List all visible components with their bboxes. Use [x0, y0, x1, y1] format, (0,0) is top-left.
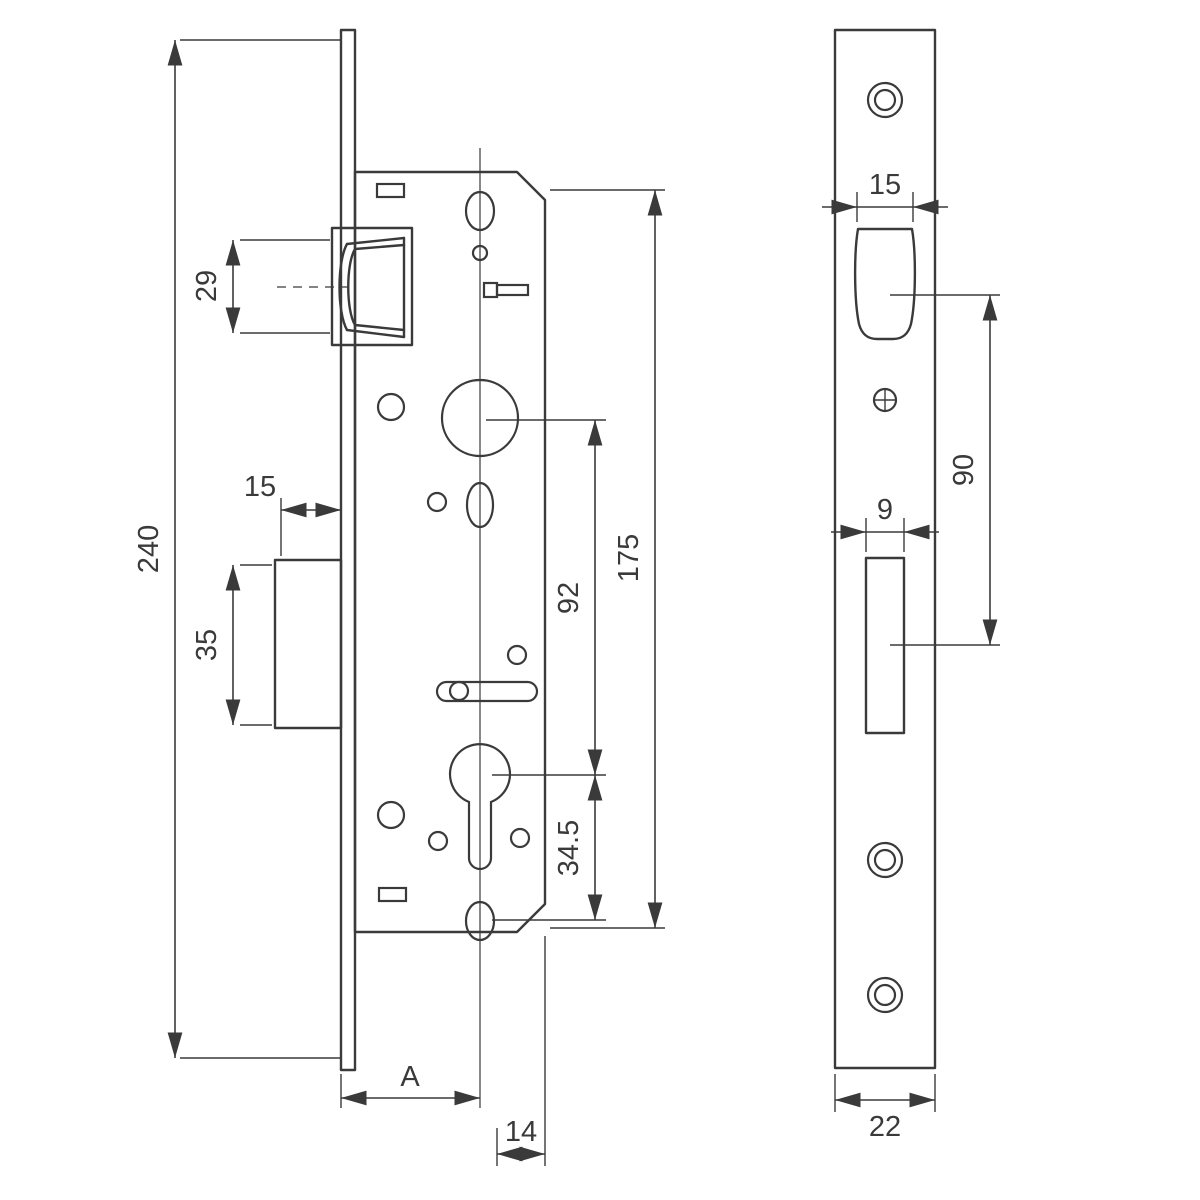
bottom-oval-hole	[464, 900, 496, 942]
latch-bolt-front	[853, 227, 917, 341]
dim-label-90: 90	[948, 454, 980, 486]
dim-240: 240	[133, 39, 341, 1059]
lever-slot-pin	[448, 680, 470, 702]
dim-34-5: 34.5	[492, 775, 606, 921]
small-hole-bottom-right	[509, 827, 531, 849]
dim-label-34-5: 34.5	[553, 820, 585, 876]
dim-15-left: 15	[244, 471, 341, 556]
latch-face-outer-curve	[338, 242, 349, 332]
small-hole-top	[471, 244, 489, 262]
fixing-hole-upper	[376, 392, 406, 422]
dim-9: 9	[831, 494, 939, 552]
small-hole-bottom-left	[427, 830, 449, 852]
spindle-follower-hole	[440, 378, 520, 458]
dim-label-15-right: 15	[869, 169, 901, 201]
small-hole-mid	[426, 491, 448, 513]
screw-hole-inner	[873, 848, 897, 872]
top-oval-hole	[464, 190, 496, 232]
top-rect-cutout	[375, 182, 406, 199]
mid-oval-hole	[465, 481, 495, 529]
latch-top-bevel	[345, 236, 406, 251]
dim-label-175: 175	[613, 534, 645, 582]
front-view: 15 90 9 22	[822, 28, 1000, 1143]
latch-bottom-bevel	[345, 323, 406, 339]
screw-hole-outer	[866, 841, 904, 879]
screw-hole-inner	[873, 983, 897, 1007]
dim-35: 35	[191, 564, 272, 726]
dim-label-9: 9	[877, 494, 893, 526]
screw-hole-top	[866, 81, 904, 119]
dim-175: 175	[550, 189, 665, 929]
latch-bolt-side	[277, 226, 414, 347]
dim-92: 92	[486, 419, 606, 776]
dim-label-14: 14	[505, 1116, 537, 1148]
dim-14: 14	[496, 936, 546, 1166]
philips-screw	[872, 387, 898, 413]
screw-hole-outer	[866, 976, 904, 1014]
screw-hole-middle	[866, 841, 904, 879]
dim-label-29: 29	[191, 270, 223, 302]
dim-15-right: 15	[822, 169, 948, 222]
dim-A: A	[340, 1061, 480, 1108]
stop-pin-block	[482, 281, 499, 299]
dim-22: 22	[834, 1074, 936, 1143]
dim-label-22: 22	[869, 1111, 901, 1143]
lever-slot	[435, 680, 539, 703]
side-view: 240 29 15 35 92	[133, 28, 665, 1166]
screw-hole-bottom	[866, 976, 904, 1014]
dim-label-15-left: 15	[244, 471, 276, 503]
screw-hole-inner	[873, 88, 897, 112]
euro-cylinder-cutout	[448, 743, 512, 871]
dim-29: 29	[191, 239, 330, 334]
faceplate-front	[833, 28, 937, 1070]
deadbolt-side	[273, 558, 343, 730]
stop-pin-slot	[495, 283, 530, 297]
dim-label-A: A	[400, 1061, 420, 1093]
dim-90: 90	[890, 294, 1000, 646]
small-hole-lower-right	[506, 644, 528, 666]
case-holes	[375, 182, 539, 942]
dim-label-240: 240	[133, 525, 165, 573]
screw-hole-outer	[866, 81, 904, 119]
fixing-hole-lower	[376, 800, 406, 830]
lock-case	[353, 170, 547, 934]
dim-label-35: 35	[191, 629, 223, 661]
faceplate-edge	[339, 28, 357, 1072]
bottom-rect-cutout	[377, 886, 408, 903]
latch-face-inner-curve	[347, 247, 357, 327]
dim-label-92: 92	[553, 582, 585, 614]
